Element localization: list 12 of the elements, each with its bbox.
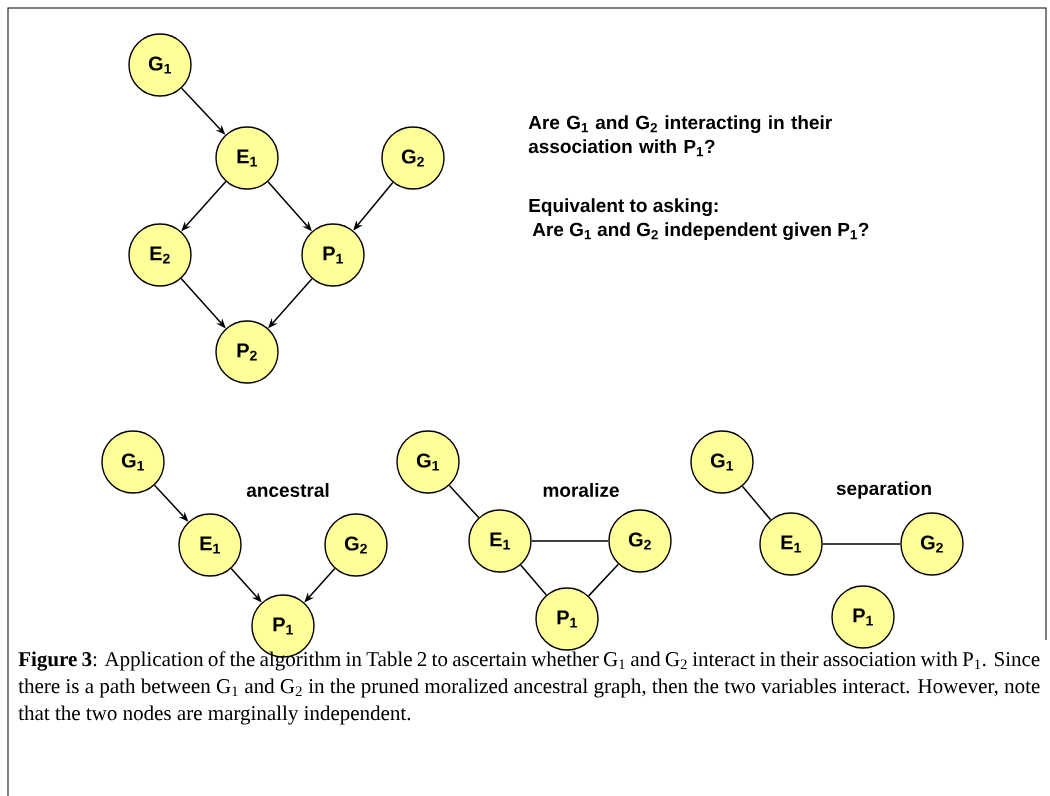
connector-line [448,484,480,519]
graph-step-label: separation [836,481,931,499]
connector-line [741,485,772,521]
connector-line [519,564,548,596]
graph-step-label: moralize [543,483,619,497]
question-text: Are G$_{1}$ and G$_{2}$ interacting in their association with P$_{1}$? [528,115,832,157]
connector-line [821,543,902,545]
question-text: Equivalent to asking: [529,198,718,216]
question-text: Are G$_{1}$ and G$_{2}$ independent given P$_{1}$? [532,222,869,240]
graph-step-label: ancestral [246,483,329,497]
connector-line [530,540,610,542]
connector-line [587,563,620,597]
